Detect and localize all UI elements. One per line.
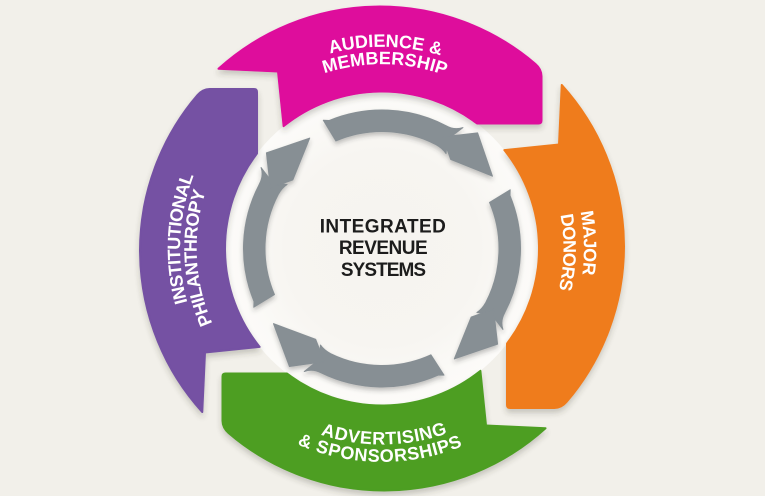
svg-text:SYSTEMS: SYSTEMS bbox=[341, 260, 425, 281]
svg-text:REVENUE: REVENUE bbox=[339, 238, 427, 259]
svg-text:INTEGRATED: INTEGRATED bbox=[320, 216, 447, 237]
svg-text:MAJOR: MAJOR bbox=[577, 209, 600, 276]
